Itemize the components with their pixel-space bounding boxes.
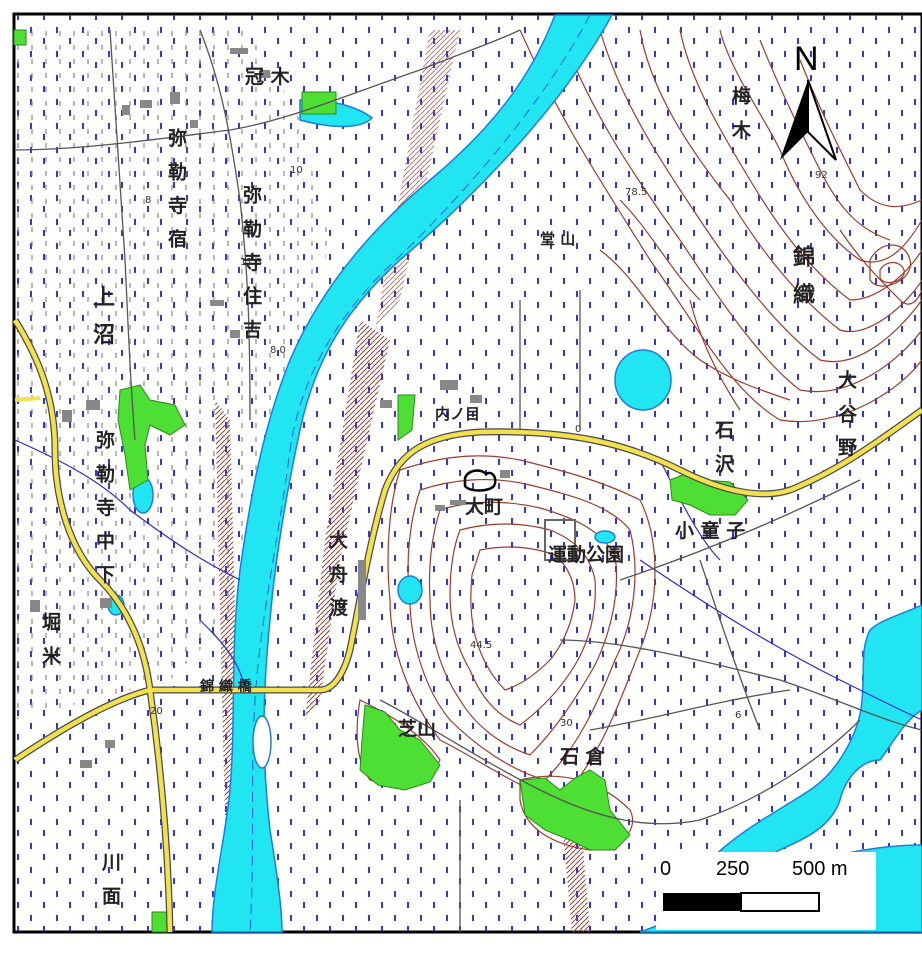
scale-bar bbox=[663, 892, 820, 912]
label-kodouji: 小 童 子 bbox=[675, 520, 746, 542]
elevation-30: 30 bbox=[560, 718, 573, 729]
label-nishikiori: 錦 織 bbox=[789, 245, 814, 309]
label-kawamo: 川 面 bbox=[99, 852, 121, 909]
elevation-6: 6 bbox=[735, 710, 742, 721]
scale-label-mid: 250 bbox=[716, 858, 750, 880]
elevation-0: 0 bbox=[575, 424, 582, 435]
north-label: N bbox=[794, 40, 819, 78]
elevation-8-0: 8.0 bbox=[270, 345, 286, 356]
label-ishikura: 石 倉 bbox=[560, 746, 605, 768]
label-ishizawa: 石 沢 bbox=[712, 420, 734, 477]
label-kanmuri: 冠 木 bbox=[245, 66, 290, 88]
label-oofunado: 大 舟 渡 bbox=[326, 530, 348, 621]
label-ootomachi: 大町 bbox=[465, 496, 504, 518]
label-yarokuji-nakashita: 弥 勒 寺 中 下 bbox=[93, 430, 115, 588]
label-nishikiori-bridge: 錦 織 橋 bbox=[200, 679, 252, 695]
label-kaminuma: 上 沼 bbox=[89, 285, 114, 349]
main-road bbox=[13, 318, 922, 933]
label-yarokuji-sumiyoshi: 弥 勒 寺 住 吉 bbox=[240, 185, 262, 343]
elevation-10: 10 bbox=[290, 165, 303, 176]
label-uchinome: 内ノ目 bbox=[435, 405, 481, 423]
elevation-8: 8 bbox=[145, 195, 152, 206]
elevation-44-5: 44.5 bbox=[470, 640, 493, 651]
label-horigome: 堀 米 bbox=[39, 612, 61, 669]
elevation-92: 92 bbox=[815, 170, 828, 181]
scale-label-zero: 0 bbox=[660, 858, 672, 880]
label-shibayama: 芝山 bbox=[398, 718, 437, 740]
elevation-78: 78.5 bbox=[625, 187, 648, 198]
label-ooyano: 大 谷 野 bbox=[835, 370, 857, 461]
label-umeki: 梅 木 bbox=[729, 86, 751, 143]
label-douyama: 堂 山 bbox=[540, 230, 576, 248]
label-undou-kouen: 運動公園 bbox=[548, 544, 625, 566]
contour-lines bbox=[356, 29, 922, 851]
elevation-20: 20 bbox=[150, 706, 163, 717]
north-arrow-icon bbox=[780, 79, 837, 161]
scale-label-max: 500 m bbox=[792, 858, 848, 880]
label-yarokuji-juku: 弥 勒 寺 宿 bbox=[165, 128, 187, 252]
green-area bbox=[13, 29, 749, 933]
buildings bbox=[30, 48, 576, 768]
elevation-11-3: 11.3 bbox=[240, 257, 263, 268]
scale-panel bbox=[656, 852, 876, 930]
